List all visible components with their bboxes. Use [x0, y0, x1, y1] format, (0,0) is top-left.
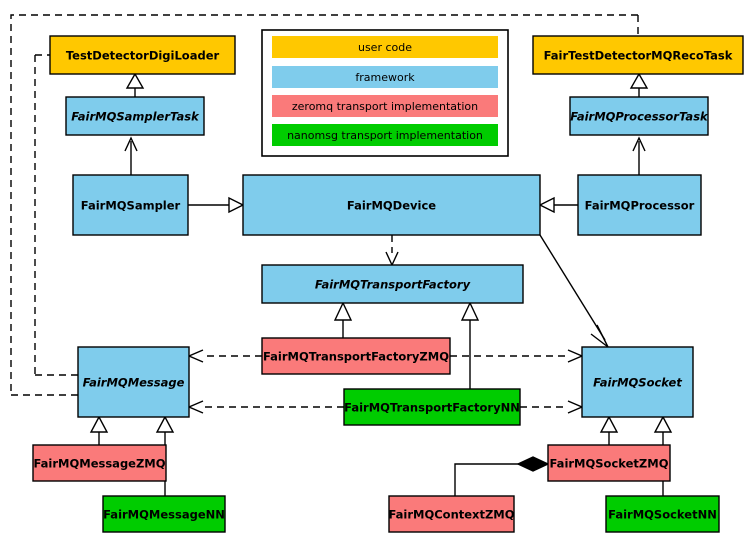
node-FairMQTransportFactoryNN[interactable]: FairMQTransportFactoryNN	[343, 388, 521, 426]
node-rect[interactable]	[605, 495, 720, 533]
node-FairMQMessage[interactable]: FairMQMessage	[77, 346, 190, 418]
edge-processortask-to-recotask	[629, 72, 649, 97]
node-label: FairMQProcessor	[585, 199, 695, 213]
node-rect[interactable]	[577, 174, 702, 236]
node-FairMQMessageNN[interactable]: FairMQMessageNN	[102, 495, 226, 533]
node-FairMQMessageZMQ[interactable]: FairMQMessageZMQ	[32, 444, 167, 482]
node-FairMQContextZMQ[interactable]: FairMQContextZMQ	[388, 495, 515, 533]
node-label: FairTestDetectorMQRecoTask	[544, 49, 733, 63]
legend-label-framework: framework	[355, 71, 415, 84]
node-label: FairMQContextZMQ	[388, 508, 514, 522]
node-label: TestDetectorDigiLoader	[66, 49, 220, 63]
node-FairMQTransportFactory[interactable]: FairMQTransportFactory	[261, 264, 524, 304]
node-rect[interactable]	[261, 337, 451, 375]
node-rect[interactable]	[343, 388, 521, 426]
node-label: FairMQProcessorTask	[570, 110, 709, 124]
node-label: FairMQSampler	[81, 199, 181, 213]
edge-sampler-to-samplertask	[124, 136, 138, 175]
node-rect[interactable]	[532, 35, 744, 75]
node-label: FairMQSamplerTask	[71, 110, 200, 124]
node-rect[interactable]	[388, 495, 515, 533]
node-FairMQDevice[interactable]: FairMQDevice	[242, 174, 541, 236]
node-FairMQSampler[interactable]: FairMQSampler	[72, 174, 189, 236]
node-FairMQSocket[interactable]: FairMQSocket	[581, 346, 694, 418]
node-label: FairMQDevice	[347, 199, 436, 213]
legend-swatch-framework	[272, 66, 498, 88]
edge-sampler-to-device	[188, 196, 245, 214]
edge-contextzmq-to-socketzmq	[454, 456, 550, 496]
edge-socketzmq-to-socket	[599, 415, 619, 445]
node-FairMQSamplerTask[interactable]: FairMQSamplerTask	[65, 96, 205, 136]
node-label: FairMQSocketZMQ	[550, 457, 669, 471]
edge-device-to-socket	[539, 234, 609, 348]
node-rect[interactable]	[261, 264, 524, 304]
node-label: FairMQMessageZMQ	[33, 457, 165, 471]
node-label: FairMQTransportFactory	[315, 278, 471, 292]
edge-samplertask-to-digiloader	[125, 72, 145, 97]
node-rect[interactable]	[72, 174, 189, 236]
node-rect[interactable]	[65, 96, 205, 136]
node-label: FairMQMessageNN	[103, 508, 225, 522]
node-FairMQSocketZMQ[interactable]: FairMQSocketZMQ	[547, 444, 671, 482]
node-label: FairMQMessage	[83, 376, 185, 390]
legend-label-nanomsg: nanomsg transport implementation	[287, 129, 483, 142]
edge-tfnn-to-tf	[460, 301, 480, 389]
node-label: FairMQSocketNN	[608, 508, 717, 522]
legend-swatch-nanomsg	[272, 124, 498, 146]
edge-processor-to-device	[538, 196, 578, 214]
node-FairMQProcessorTask[interactable]: FairMQProcessorTask	[569, 96, 709, 136]
node-label: FairMQTransportFactoryNN	[344, 401, 520, 415]
node-FairMQTransportFactoryZMQ[interactable]: FairMQTransportFactoryZMQ	[261, 337, 451, 375]
edge-messagezmq-to-message	[89, 415, 109, 445]
node-FairMQSocketNN[interactable]: FairMQSocketNN	[605, 495, 720, 533]
node-FairTestDetectorMQRecoTask[interactable]: FairTestDetectorMQRecoTask	[532, 35, 744, 75]
legend-swatch-user-code	[272, 36, 498, 58]
node-rect[interactable]	[77, 346, 190, 418]
edge-tfzmq-to-tf	[333, 301, 353, 338]
legend-label-user-code: user code	[358, 41, 412, 54]
node-label: FairMQSocket	[593, 376, 682, 390]
edge-tfnn-to-socket	[520, 400, 584, 414]
node-rect[interactable]	[547, 444, 671, 482]
node-rect[interactable]	[49, 35, 236, 75]
node-rect[interactable]	[242, 174, 541, 236]
legend-swatch-zeromq	[272, 95, 498, 117]
node-rect[interactable]	[102, 495, 226, 533]
node-FairMQProcessor[interactable]: FairMQProcessor	[577, 174, 702, 236]
node-rect[interactable]	[569, 96, 709, 136]
edge-device-to-transportfactory	[385, 235, 399, 267]
legend: user code framework zeromq transport imp…	[261, 29, 509, 157]
node-TestDetectorDigiLoader[interactable]: TestDetectorDigiLoader	[49, 35, 236, 75]
node-rect[interactable]	[581, 346, 694, 418]
edge-tfnn-to-message	[187, 400, 344, 414]
node-rect[interactable]	[32, 444, 167, 482]
node-label: FairMQTransportFactoryZMQ	[263, 350, 449, 364]
edge-tfzmq-to-message	[187, 349, 262, 363]
edge-processor-to-processortask	[632, 136, 646, 175]
legend-label-zeromq: zeromq transport implementation	[292, 100, 478, 113]
